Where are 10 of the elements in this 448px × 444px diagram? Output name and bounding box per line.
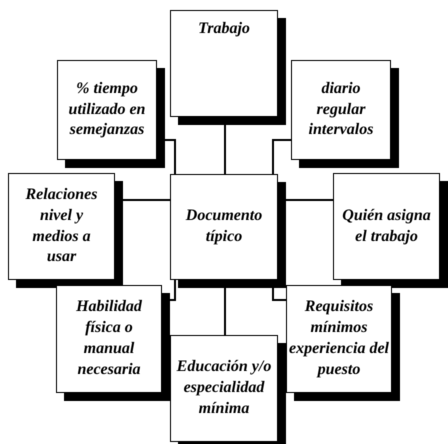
box-label: Documento típico xyxy=(184,206,264,247)
box-label: Relaciones nivel y medios a usar xyxy=(24,184,98,268)
box-label: Habilidad física o manual necesaria xyxy=(75,297,143,380)
box-label: diario regular intervalos xyxy=(308,78,374,140)
box-label: Trabajo xyxy=(198,19,250,39)
box-label: Quién asigna el trabajo xyxy=(342,206,432,246)
box-label: % tiempo utilizado en semejanzas xyxy=(68,78,146,140)
connector-line xyxy=(272,139,291,174)
box-label: Requisitos mínimos experiencia del puesto xyxy=(289,297,389,380)
box-label: Educación y/o especialidad mínima xyxy=(176,357,272,419)
